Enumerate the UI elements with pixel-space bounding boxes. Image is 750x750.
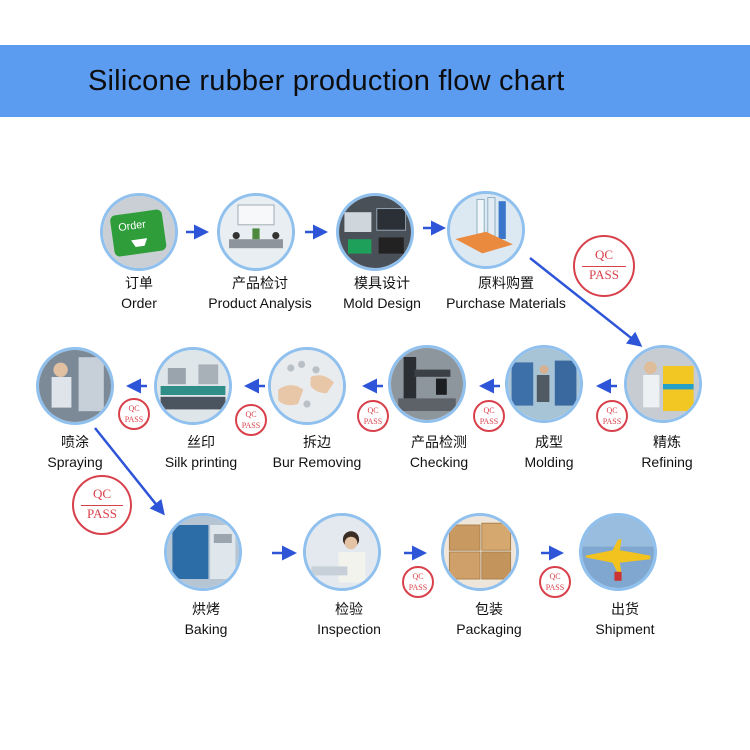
refining-machine-icon xyxy=(624,345,702,423)
step-label-refining: 精炼 Refining xyxy=(582,434,750,472)
step-en-label: Inspection xyxy=(317,621,381,637)
step-label-shipment: 出货 Shipment xyxy=(540,601,710,639)
step-cn-label: 产品检讨 xyxy=(232,276,288,292)
silk-print-line-icon xyxy=(154,347,232,425)
stamp-pass-text: PASS xyxy=(589,267,619,282)
order-keyboard-icon: Order xyxy=(100,193,178,271)
step-label-checking: 产品检测 Checking xyxy=(354,434,524,472)
step-en-label: Silk printing xyxy=(164,454,238,470)
step-label-silk-printing: 丝印 Silk printing xyxy=(116,434,286,472)
step-en-label: Baking xyxy=(184,621,228,637)
step-label-mold-design: 模具设计 Mold Design xyxy=(297,275,467,313)
step-en-label: Checking xyxy=(409,454,469,470)
stamp-qc-text: QC xyxy=(594,247,614,262)
qc-pass-stamp: QC PASS xyxy=(473,400,505,432)
step-cn-label: 喷涂 xyxy=(61,435,89,451)
stamp-pass-text: PASS xyxy=(87,506,117,521)
step-en-label: Refining xyxy=(641,454,693,470)
qc-pass-stamp: QC PASS xyxy=(573,235,635,297)
cardboard-boxes-icon xyxy=(441,513,519,591)
step-cn-label: 包装 xyxy=(475,602,503,618)
stamp-pass-text: PASS xyxy=(241,421,261,430)
stamp-qc-text: QC xyxy=(412,572,424,581)
page-title: Silicone rubber production flow chart xyxy=(88,65,565,97)
step-label-baking: 烘烤 Baking xyxy=(121,601,291,639)
step-label-spraying: 喷涂 Spraying xyxy=(0,434,160,472)
qc-pass-stamp: QC PASS xyxy=(539,566,571,598)
step-label-inspection: 检验 Inspection xyxy=(264,601,434,639)
stamp-qc-text: QC xyxy=(367,406,379,415)
step-cn-label: 出货 xyxy=(611,602,639,618)
step-label-product-analysis: 产品检讨 Product Analysis xyxy=(175,275,345,313)
step-label-molding: 成型 Molding xyxy=(464,434,634,472)
meeting-room-icon xyxy=(217,193,295,271)
step-label-bur-removing: 拆边 Bur Removing xyxy=(232,434,402,472)
inspector-icon xyxy=(303,513,381,591)
step-en-label: Order xyxy=(121,295,157,311)
step-en-label: Shipment xyxy=(595,621,655,637)
qc-pass-stamp: QC PASS xyxy=(357,400,389,432)
step-cn-label: 模具设计 xyxy=(354,276,410,292)
step-en-label: Packaging xyxy=(456,621,522,637)
step-cn-label: 产品检测 xyxy=(411,435,467,451)
qc-pass-stamp: QC PASS xyxy=(402,566,434,598)
step-cn-label: 拆边 xyxy=(303,435,331,451)
step-cn-label: 丝印 xyxy=(187,435,215,451)
molding-press-icon xyxy=(505,345,583,423)
qc-pass-stamp: QC PASS xyxy=(596,400,628,432)
arrow-spraying-to-baking xyxy=(94,427,165,516)
svg-text:Order: Order xyxy=(118,218,147,234)
cargo-airplane-icon xyxy=(579,513,657,591)
step-cn-label: 烘烤 xyxy=(192,602,220,618)
stamp-pass-text: PASS xyxy=(602,417,622,426)
qc-pass-stamp: QC PASS xyxy=(118,398,150,430)
step-cn-label: 精炼 xyxy=(653,435,681,451)
step-label-purchase-materials: 原料购置 Purchase Materials xyxy=(421,275,591,313)
stamp-qc-text: QC xyxy=(92,486,112,501)
stamp-pass-text: PASS xyxy=(545,583,565,592)
step-cn-label: 订单 xyxy=(125,276,153,292)
step-cn-label: 检验 xyxy=(335,602,363,618)
checking-instrument-icon xyxy=(388,345,466,423)
raw-material-sheets-icon xyxy=(447,191,525,269)
step-en-label: Product Analysis xyxy=(208,295,312,311)
stamp-qc-text: QC xyxy=(128,404,140,413)
oven-icon xyxy=(164,513,242,591)
stamp-qc-text: QC xyxy=(606,406,618,415)
step-cn-label: 成型 xyxy=(535,435,563,451)
qc-pass-stamp: QC PASS xyxy=(235,404,267,436)
spray-worker-icon xyxy=(36,347,114,425)
step-en-label: Purchase Materials xyxy=(446,295,566,311)
step-label-packaging: 包装 Packaging xyxy=(404,601,574,639)
step-en-label: Mold Design xyxy=(343,295,421,311)
title-banner: Silicone rubber production flow chart xyxy=(0,45,750,117)
step-cn-label: 原料购置 xyxy=(478,276,534,292)
step-label-order: 订单 Order xyxy=(54,275,224,313)
computer-monitors-icon xyxy=(336,193,414,271)
stamp-pass-text: PASS xyxy=(479,417,499,426)
stamp-pass-text: PASS xyxy=(408,583,428,592)
stamp-pass-text: PASS xyxy=(124,415,144,424)
stamp-qc-text: QC xyxy=(245,410,257,419)
hands-deburring-icon xyxy=(268,347,346,425)
stamp-pass-text: PASS xyxy=(363,417,383,426)
qc-pass-stamp: QC PASS xyxy=(72,475,132,535)
step-en-label: Molding xyxy=(524,454,574,470)
stamp-qc-text: QC xyxy=(549,572,561,581)
stamp-qc-text: QC xyxy=(483,406,495,415)
step-en-label: Spraying xyxy=(47,454,103,470)
arrow-materials-to-refining xyxy=(529,257,643,347)
step-en-label: Bur Removing xyxy=(272,454,362,470)
